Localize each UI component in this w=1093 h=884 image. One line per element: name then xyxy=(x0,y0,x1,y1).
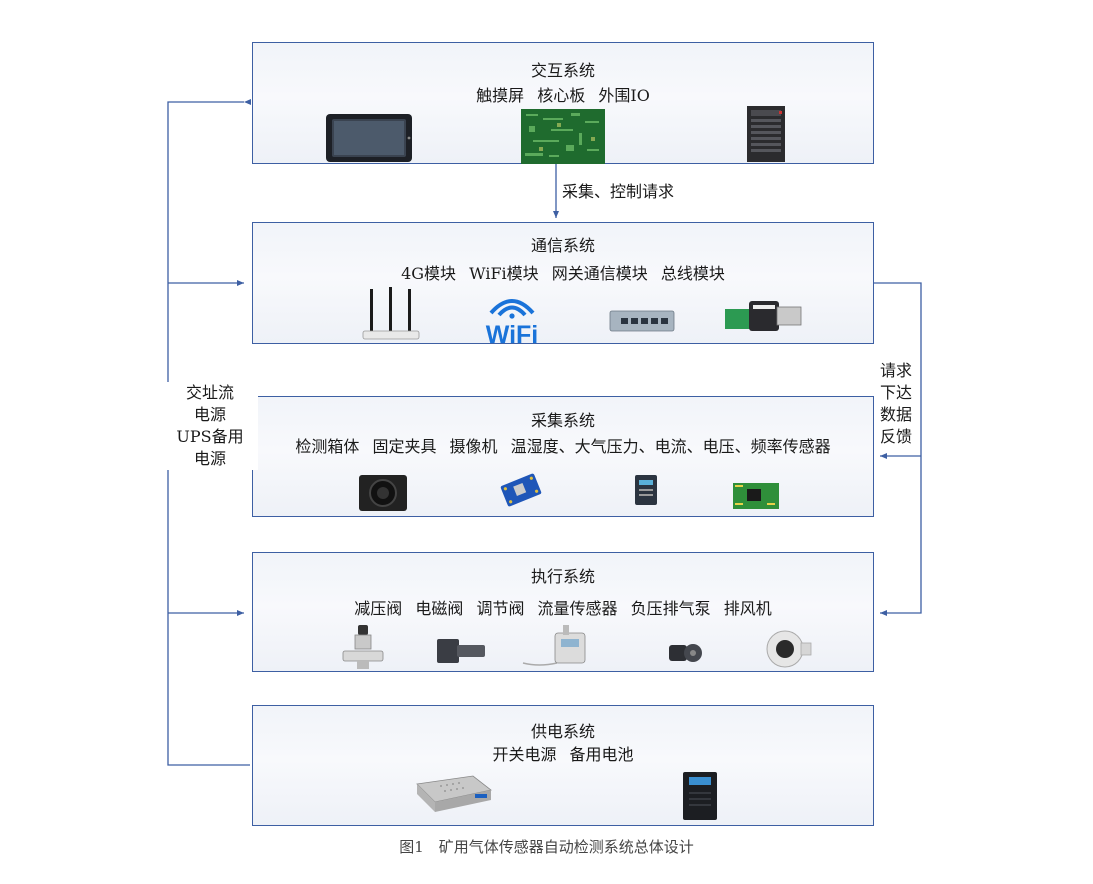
wifi-logo: WiFi xyxy=(477,293,547,349)
acquisition-system-items: 检测箱体 固定夹具 摄像机 温湿度、大气压力、电流、电压、频率传感器 xyxy=(253,433,873,457)
left-label-line-4: 电源 xyxy=(193,449,226,468)
power-system-title: 供电系统 xyxy=(530,722,595,741)
communication-system-items: 4G模块 WiFi模块 网关通信模块 总线模块 xyxy=(253,260,873,284)
acquisition-system-title: 采集系统 xyxy=(530,411,595,430)
item-core-board: 核心板 xyxy=(537,86,586,105)
left-label-line-2: 电源 xyxy=(193,405,226,424)
acquisition-unit-image xyxy=(635,475,657,505)
circuit-board-image xyxy=(733,483,779,509)
exhaust-fan-image xyxy=(766,630,812,668)
item-switching-power: 开关电源 xyxy=(492,745,557,764)
item-fixture: 固定夹具 xyxy=(372,437,437,456)
right-label-line-4: 反馈 xyxy=(879,427,912,446)
pressure-valve-image xyxy=(342,625,384,669)
switching-power-image xyxy=(416,775,492,812)
bus-module-image xyxy=(725,301,802,331)
left-label-line-1: 交址流 xyxy=(185,383,234,402)
figure-caption: 图1 矿用气体传感器自动检测系统总体设计 xyxy=(399,838,694,856)
touchscreen-image xyxy=(326,114,412,162)
core-board-image xyxy=(521,109,605,164)
camera-image xyxy=(359,475,407,511)
communication-system-title: 通信系统 xyxy=(530,236,595,255)
interaction-system-items: 触摸屏 核心板 外围IO xyxy=(253,82,873,106)
router-image xyxy=(362,287,420,340)
communication-system-box: 通信系统 4G模块 WiFi模块 网关通信模块 总线模块 WiFi xyxy=(252,222,874,349)
interaction-system-box: 交互系统 触摸屏 核心板 外围IO xyxy=(252,42,874,164)
power-system-items: 开关电源 备用电池 xyxy=(253,741,873,765)
item-vacuum-pump: 负压排气泵 xyxy=(630,599,711,618)
right-label-line-1: 请求 xyxy=(879,361,912,380)
peripheral-io-image xyxy=(747,106,785,162)
flow-sensor-image xyxy=(522,625,586,666)
item-pressure-reducing-valve: 减压阀 xyxy=(354,599,403,618)
execution-system-items: 减压阀 电磁阀 调节阀 流量传感器 负压排气泵 排风机 xyxy=(253,595,873,619)
execution-system-title: 执行系统 xyxy=(530,567,595,586)
item-flow-sensor: 流量传感器 xyxy=(537,599,618,618)
left-label-line-3: UPS备用 xyxy=(176,427,244,446)
item-solenoid-valve: 电磁阀 xyxy=(415,599,464,618)
item-camera: 摄像机 xyxy=(449,437,498,456)
power-system-box: 供电系统 开关电源 备用电池 xyxy=(252,705,874,826)
left-bus-label: 交址流 电源 UPS备用 电源 xyxy=(162,382,258,470)
vacuum-pump-image xyxy=(669,644,702,662)
item-sensors: 温湿度、大气压力、电流、电压、频率传感器 xyxy=(510,437,831,456)
item-wifi-module: WiFi模块 xyxy=(469,264,539,283)
solenoid-valve-image xyxy=(437,639,485,663)
sensor-board-image xyxy=(500,473,542,507)
right-label-line-3: 数据 xyxy=(879,405,912,424)
item-touchscreen: 触摸屏 xyxy=(476,86,525,105)
acquisition-system-box: 采集系统 检测箱体 固定夹具 摄像机 温湿度、大气压力、电流、电压、频率传感器 xyxy=(252,396,874,517)
item-backup-battery: 备用电池 xyxy=(569,745,634,764)
execution-system-box: 执行系统 减压阀 电磁阀 调节阀 流量传感器 负压排气泵 排风机 xyxy=(252,552,874,672)
right-bus xyxy=(866,282,922,616)
item-test-box: 检测箱体 xyxy=(295,437,360,456)
item-bus-module: 总线模块 xyxy=(660,264,725,283)
wifi-signal-icon xyxy=(489,299,535,319)
item-peripheral-io: 外围IO xyxy=(598,86,650,105)
interaction-system-title: 交互系统 xyxy=(530,61,595,80)
right-label-line-2: 下达 xyxy=(879,383,912,402)
item-exhaust-fan: 排风机 xyxy=(723,599,772,618)
backup-battery-image xyxy=(683,772,717,820)
item-gateway-module: 网关通信模块 xyxy=(551,264,648,283)
item-regulating-valve: 调节阀 xyxy=(476,599,525,618)
request-label: 采集、控制请求 xyxy=(562,182,675,201)
right-bus-label: 请求 下达 数据 反馈 xyxy=(866,360,926,448)
item-4g-module: 4G模块 xyxy=(401,264,457,283)
wifi-text: WiFi xyxy=(485,321,539,349)
gateway-switch-image xyxy=(609,310,675,332)
